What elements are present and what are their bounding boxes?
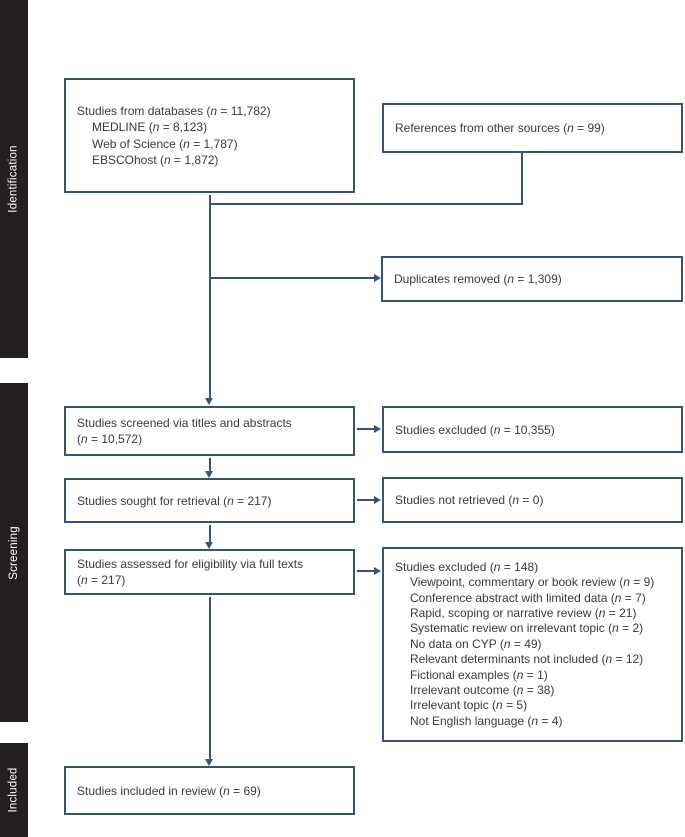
- stage-bar-included: Included: [0, 743, 28, 837]
- stage-bar-screening: Screening: [0, 383, 28, 722]
- box-line: EBSCOhost (n = 1,872): [92, 153, 219, 167]
- box-line: Conference abstract with limited data (n…: [410, 590, 646, 605]
- box-line: Viewpoint, commentary or book review (n …: [410, 575, 655, 590]
- box-line: No data on CYP (n = 49): [410, 636, 542, 651]
- box-line: Studies assessed for eligibility via ful…: [77, 557, 304, 587]
- box-line: Relevant determinants not included (n = …: [410, 652, 644, 667]
- arrowhead-down-included: [205, 759, 213, 766]
- arrowhead-down-screened: [205, 398, 213, 405]
- box-line: Fictional examples (n = 1): [410, 667, 548, 682]
- connector-sought-to-not-retrieved: [357, 499, 374, 501]
- stage-bar-identification: Identification: [0, 0, 28, 358]
- connector-assessed-to-excluded: [357, 570, 374, 572]
- connector-databases-to-screened: [209, 195, 211, 398]
- box-line: Duplicates removed (n = 1,309): [394, 272, 562, 286]
- arrowhead-right-duplicates: [374, 274, 381, 282]
- connector-screened-to-sought: [209, 458, 211, 471]
- box-line: Studies excluded (n = 148): [395, 559, 539, 574]
- connector-references-horizontal: [209, 203, 523, 205]
- box-studies-excluded-screening: Studies excluded (n = 10,355): [382, 406, 683, 453]
- box-line: Studies excluded (n = 10,355): [395, 422, 555, 437]
- box-line: Studies not retrieved (n = 0): [395, 493, 544, 507]
- connector-screened-to-excluded: [357, 428, 374, 430]
- box-line: Irrelevant outcome (n = 38): [410, 683, 555, 698]
- arrowhead-right-excluded-screening: [374, 425, 381, 433]
- arrowhead-right-not-retrieved: [374, 496, 381, 504]
- connector-to-duplicates: [209, 277, 374, 279]
- connector-references-vertical: [521, 153, 523, 205]
- box-line: Studies screened via titles and abstract…: [77, 416, 292, 446]
- box-line: Not English language (n = 4): [410, 713, 563, 728]
- stage-label-included: Included: [8, 767, 20, 813]
- box-line: References from other sources (n = 99): [395, 121, 605, 135]
- arrowhead-right-excluded-fulltext: [374, 567, 381, 575]
- box-studies-not-retrieved: Studies not retrieved (n = 0): [382, 477, 683, 523]
- box-studies-excluded-fulltext: Studies excluded (n = 148)Viewpoint, com…: [382, 547, 683, 742]
- box-line: Studies sought for retrieval (n = 217): [77, 493, 272, 508]
- connector-sought-to-assessed: [209, 525, 211, 542]
- arrowhead-down-sought: [205, 471, 213, 478]
- box-studies-sought-retrieval: Studies sought for retrieval (n = 217): [64, 478, 355, 523]
- box-line: Rapid, scoping or narrative review (n = …: [410, 605, 637, 620]
- box-studies-included-review: Studies included in review (n = 69): [64, 766, 355, 815]
- box-line: Systematic review on irrelevant topic (n…: [410, 621, 644, 636]
- arrowhead-down-assessed: [205, 542, 213, 549]
- box-line: Irrelevant topic (n = 5): [410, 698, 528, 713]
- box-line: MEDLINE (n = 8,123): [92, 120, 208, 134]
- box-studies-assessed-eligibility: Studies assessed for eligibility via ful…: [64, 549, 355, 595]
- stage-label-identification: Identification: [8, 145, 20, 213]
- box-line: Studies included in review (n = 69): [77, 783, 261, 798]
- box-duplicates-removed: Duplicates removed (n = 1,309): [381, 256, 683, 302]
- box-studies-from-databases: Studies from databases (n = 11,782) MEDLI…: [64, 78, 355, 193]
- connector-assessed-to-included: [209, 597, 211, 759]
- box-references-other-sources: References from other sources (n = 99): [382, 103, 683, 153]
- box-line: Web of Science (n = 1,787): [92, 136, 238, 151]
- box-studies-screened: Studies screened via titles and abstract…: [64, 406, 355, 456]
- box-line: Studies from databases (n = 11,782): [77, 103, 271, 118]
- stage-label-screening: Screening: [8, 525, 20, 580]
